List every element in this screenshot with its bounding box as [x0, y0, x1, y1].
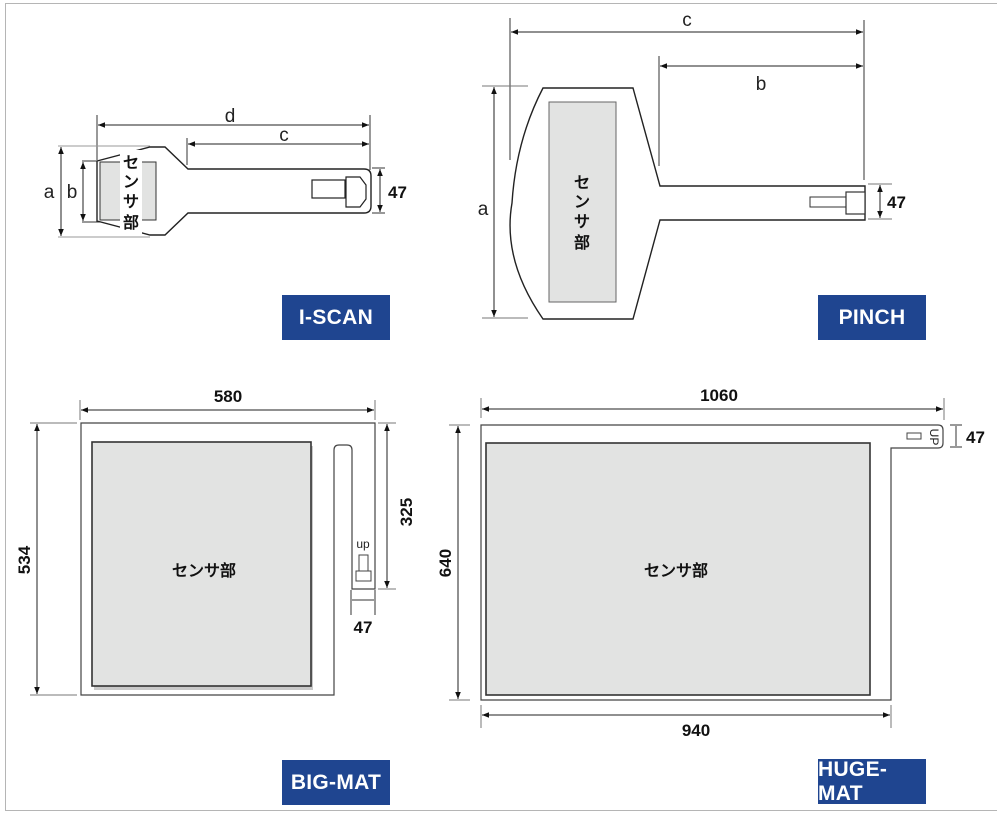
svg-text:ン: ン [574, 192, 590, 211]
iscan-diagram: d c a b 47 セ ン サ 部 [44, 106, 407, 238]
svg-text:部: 部 [123, 213, 139, 232]
svg-text:UP: UP [927, 429, 941, 446]
svg-text:534: 534 [15, 545, 34, 574]
svg-text:47: 47 [388, 183, 407, 202]
pinch-title-badge: PINCH [818, 295, 926, 340]
svg-text:セ: セ [574, 173, 590, 192]
svg-text:a: a [478, 199, 489, 220]
svg-text:325: 325 [397, 498, 416, 526]
svg-text:580: 580 [214, 387, 242, 406]
svg-text:47: 47 [354, 618, 373, 637]
bigmat-sensor-label: センサ部 [172, 561, 236, 580]
pinch-diagram: c b a 47 セ ン サ 部 [478, 10, 906, 320]
bigmat-diagram: up センサ部 580 534 325 47 [15, 387, 416, 696]
iscan-sensor-label: セ ン サ 部 [123, 153, 139, 232]
svg-text:b: b [67, 182, 78, 203]
svg-text:ン: ン [123, 172, 139, 191]
svg-text:1060: 1060 [700, 386, 738, 405]
hugemat-connector [906, 432, 922, 440]
svg-text:47: 47 [887, 193, 906, 212]
svg-text:640: 640 [436, 549, 455, 577]
svg-text:c: c [279, 125, 289, 146]
bigmat-connector [358, 554, 369, 572]
svg-text:セ: セ [123, 153, 139, 172]
iscan-outline [96, 146, 372, 236]
figure-frame [5, 3, 997, 811]
svg-text:b: b [756, 74, 767, 95]
svg-text:d: d [225, 106, 236, 127]
iscan-title-badge: I-SCAN [282, 295, 390, 340]
hugemat-diagram: UP センサ部 1060 640 940 47 [436, 386, 985, 740]
pinch-sensor-label: セ ン サ 部 [574, 173, 590, 252]
svg-text:up: up [356, 537, 370, 551]
svg-text:サ: サ [574, 212, 590, 231]
hugemat-sensor-label: センサ部 [644, 561, 708, 580]
svg-text:940: 940 [682, 721, 710, 740]
svg-text:c: c [682, 10, 692, 31]
hugemat-sensor-area [485, 442, 871, 696]
svg-text:47: 47 [966, 428, 985, 447]
pinch-sensor-area [548, 101, 617, 303]
svg-text:a: a [44, 182, 55, 203]
bigmat-title-badge: BIG-MAT [282, 760, 390, 805]
iscan-connector [311, 179, 346, 199]
svg-text:サ: サ [123, 192, 139, 211]
hugemat-title-badge: HUGE-MAT [818, 758, 926, 805]
pinch-connector [809, 196, 848, 208]
svg-text:部: 部 [574, 233, 590, 252]
bigmat-sensor-area [91, 441, 312, 687]
